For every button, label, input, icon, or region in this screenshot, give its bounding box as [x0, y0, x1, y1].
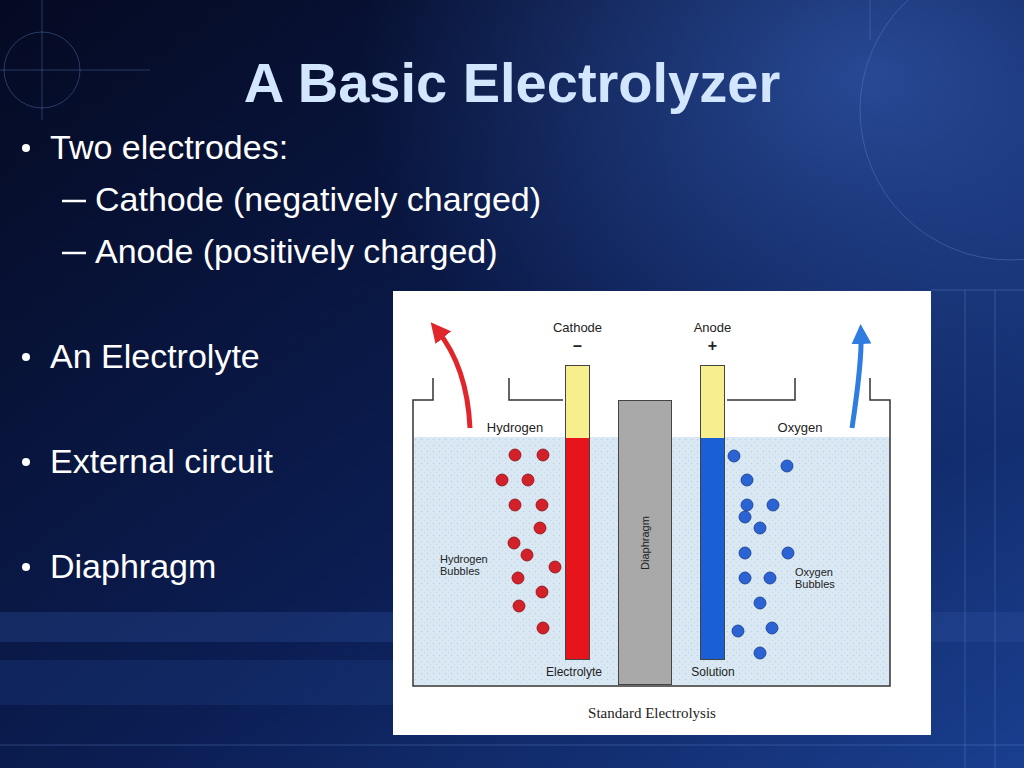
sub-bullet-dash	[62, 201, 86, 253]
picture-panel	[393, 291, 931, 735]
bubbles-label: Oxygen Bubbles	[795, 566, 853, 590]
polarity-sign: –	[573, 337, 582, 355]
bullet-text: Diaphragm	[50, 548, 216, 585]
hydrogen-arrow	[437, 330, 470, 428]
oxygen-bubbles	[728, 450, 794, 659]
bullet-dot	[22, 144, 30, 571]
anode-electrode: Anode+	[700, 365, 725, 660]
electrode-name: Cathode	[553, 321, 602, 335]
figure-caption: Standard Electrolysis	[588, 705, 716, 722]
liquid-label: Solution	[691, 666, 734, 679]
hydrogen-bubbles	[496, 449, 561, 634]
sub-bullet-text: Anode (positively charged)	[95, 233, 498, 270]
slide-title: A Basic Electrolyzer	[244, 52, 780, 114]
gas-label: Oxygen	[778, 421, 823, 435]
bubbles-label: Hydrogen Bubbles	[440, 553, 498, 577]
diaphragm-label: Diaphragm	[639, 516, 651, 570]
cathode-electrode: Cathode–	[565, 365, 590, 660]
diaphragm-band: Diaphragm	[618, 400, 672, 685]
liquid-label: Electrolyte	[546, 666, 602, 679]
sub-bullet-text: Cathode (negatively charged)	[95, 181, 541, 218]
oxygen-arrow	[852, 334, 861, 428]
bullet-text: External circuit	[50, 443, 273, 480]
polarity-sign: +	[708, 337, 717, 355]
gas-label: Hydrogen	[487, 421, 543, 435]
bullet-text: An Electrolyte	[50, 338, 260, 375]
electrode-name: Anode	[694, 321, 732, 335]
tank-outline	[413, 378, 890, 686]
bullet-text: Two electrodes:	[50, 129, 288, 166]
